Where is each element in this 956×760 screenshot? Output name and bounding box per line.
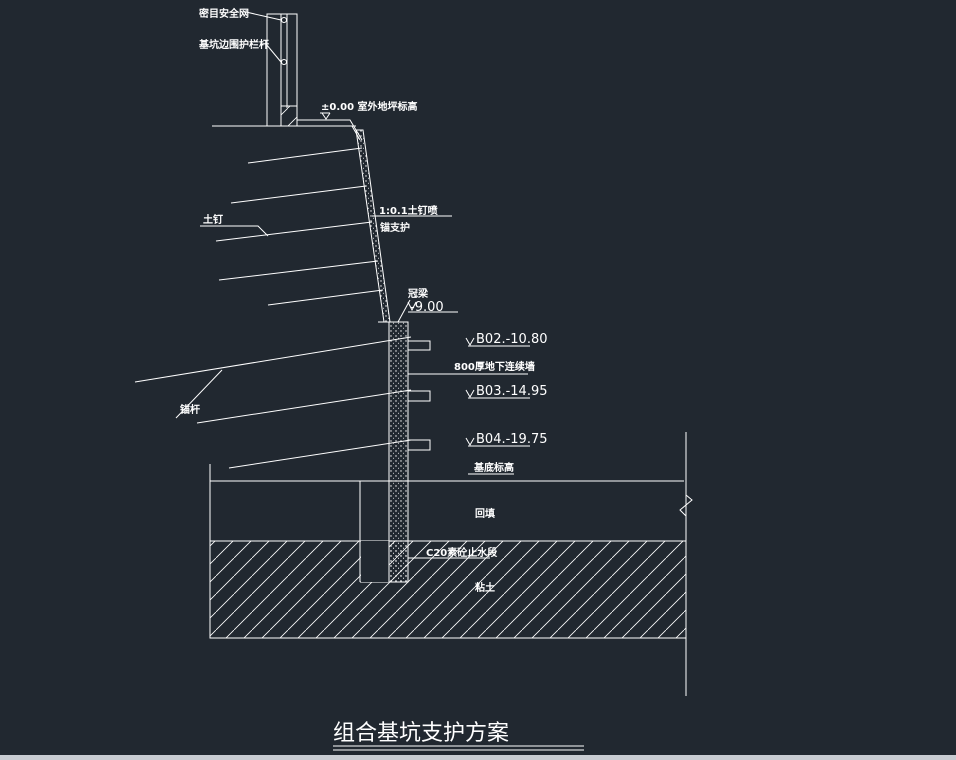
label-crown-elev: -9.00 bbox=[410, 300, 444, 315]
label-crown-beam: 冠梁 bbox=[408, 287, 429, 300]
label-slope-spray: 1:0.1土钉喷 bbox=[379, 204, 438, 217]
label-soil-nail: 土钉 bbox=[203, 213, 223, 226]
diaphragm-wall bbox=[388, 299, 458, 583]
label-guardrail: 基坑边围护栏杆 bbox=[198, 38, 269, 51]
label-slope-spray-2: 锚支护 bbox=[380, 221, 410, 234]
label-clay: 粘土 bbox=[475, 581, 495, 594]
label-fill: 回填 bbox=[475, 507, 495, 520]
label-c20: C20素砼止水段 bbox=[426, 546, 497, 559]
soil-nails bbox=[200, 147, 384, 306]
label-b02: B02.-10.80 bbox=[476, 332, 548, 347]
label-wall: 800厚地下连续墙 bbox=[454, 360, 535, 373]
status-bar bbox=[0, 755, 956, 760]
drawing-title: 组合基坑支护方案 bbox=[333, 721, 509, 746]
guardrail-post bbox=[245, 11, 298, 127]
label-b04: B04.-19.75 bbox=[476, 432, 548, 447]
label-safety-net: 密目安全网 bbox=[199, 7, 249, 20]
clay-layer bbox=[209, 540, 687, 639]
label-b03: B03.-14.95 bbox=[476, 384, 548, 399]
label-pit-bottom: 基底标高 bbox=[473, 461, 514, 474]
label-anchor: 锚杆 bbox=[180, 403, 200, 416]
anchors bbox=[134, 336, 431, 469]
elevation-markers bbox=[408, 337, 530, 475]
label-ground-elev: ±0.00 室外地坪标高 bbox=[321, 100, 418, 113]
